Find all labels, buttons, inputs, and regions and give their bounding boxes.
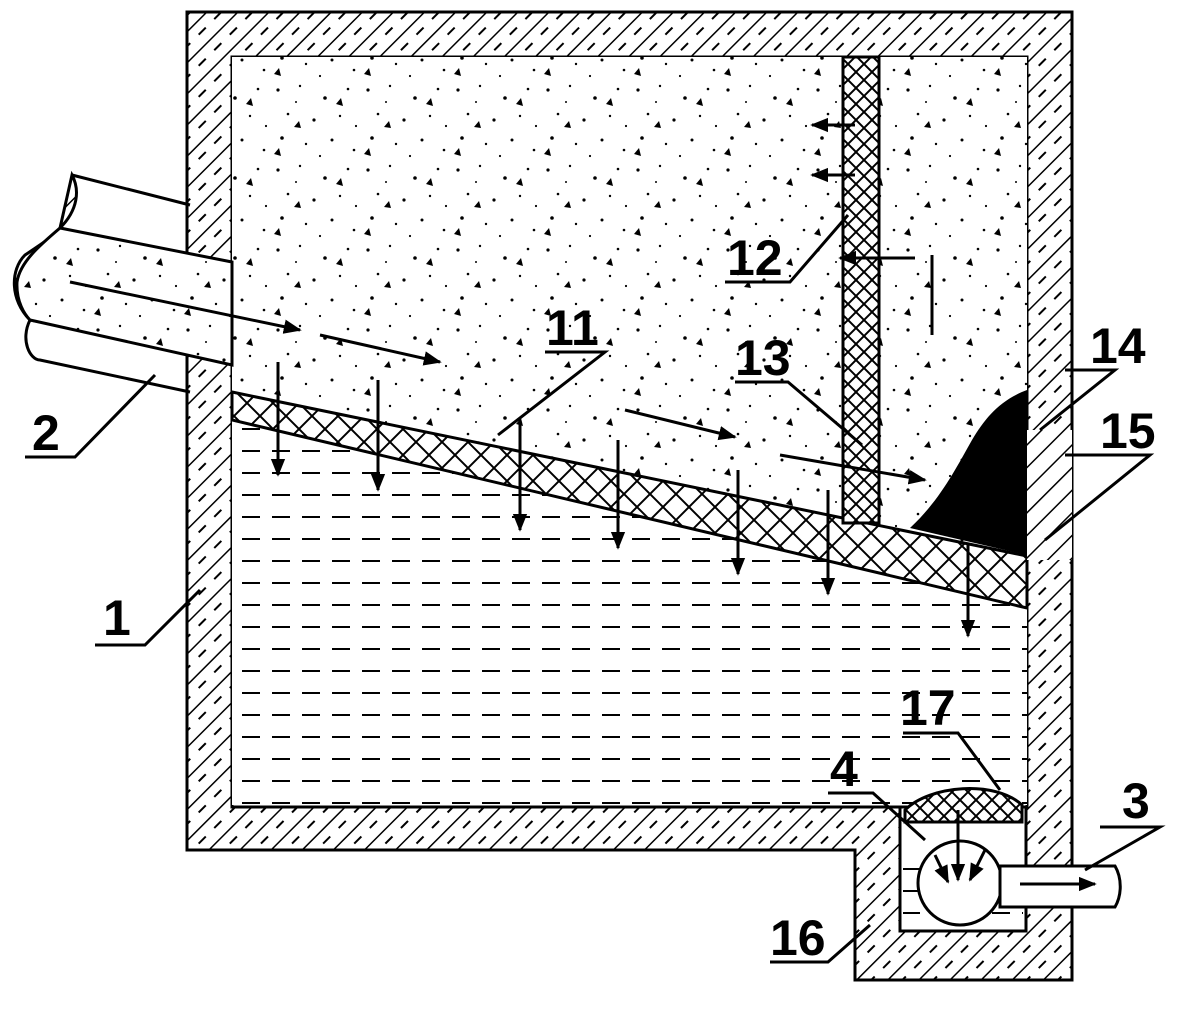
water-body	[232, 420, 1027, 805]
label-4: 4	[830, 741, 858, 797]
inlet-pipe-outline	[24, 173, 191, 394]
label-3: 3	[1122, 773, 1150, 829]
flow-arrows	[69, 117, 976, 638]
outlet-pump	[916, 839, 1004, 927]
pump-screen-cap	[903, 787, 1024, 824]
label-17: 17	[900, 680, 956, 736]
inlet-pipe-bore	[15, 226, 234, 367]
label-12: 12	[727, 230, 783, 286]
label-14: 14	[1090, 318, 1146, 374]
right-wall-hatch	[1027, 430, 1072, 560]
label-2: 2	[32, 405, 60, 461]
label-16: 16	[770, 910, 826, 966]
label-1: 1	[103, 590, 131, 646]
sediment-deposit	[910, 390, 1027, 555]
pump-inflow-arrows	[933, 810, 987, 884]
vertical-mesh-wall	[841, 55, 881, 525]
label-15: 15	[1100, 403, 1156, 459]
label-13: 13	[735, 330, 791, 386]
outlet-pipe	[998, 864, 1122, 909]
label-11: 11	[546, 300, 599, 356]
leader-lines	[25, 214, 1166, 964]
